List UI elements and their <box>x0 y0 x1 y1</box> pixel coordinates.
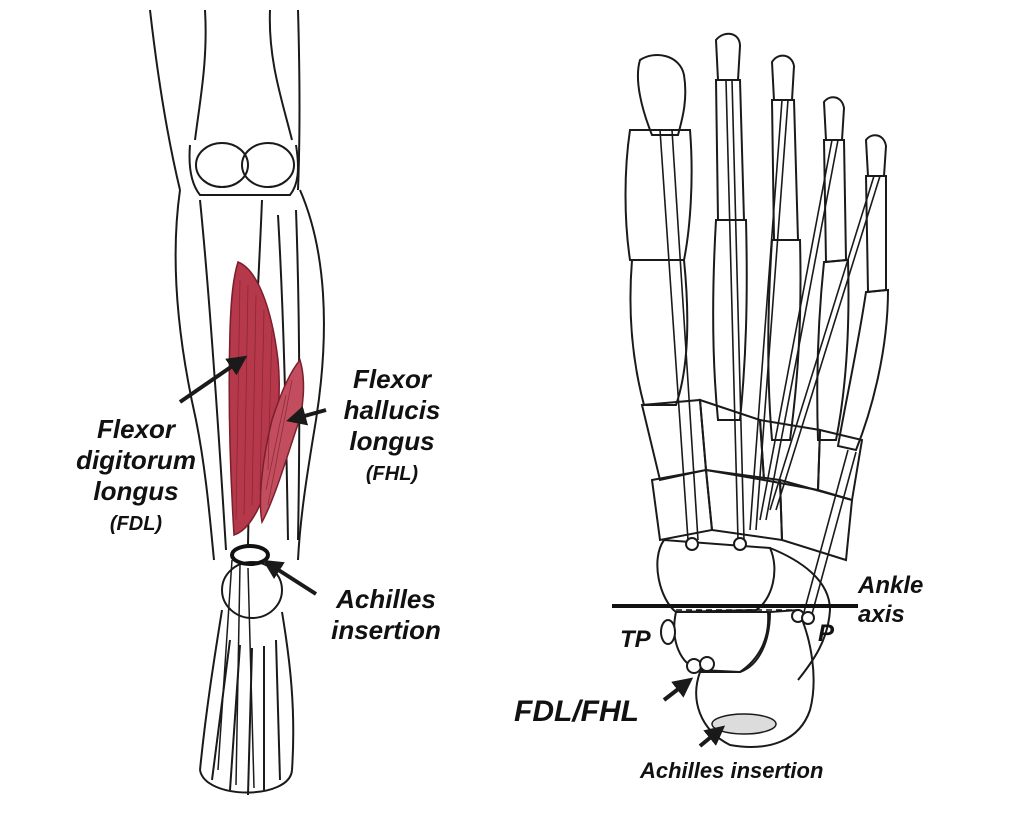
calf-outline-right <box>297 189 325 561</box>
arrow-icon <box>698 725 726 748</box>
label-p: P <box>818 620 835 647</box>
label-fdl-line4: (FDL) <box>109 512 163 535</box>
tendon-markers <box>660 537 815 674</box>
label-tp: TP <box>620 626 651 653</box>
label-fdl: Flexor digitorum longus (FDL) <box>66 414 206 536</box>
muscle-fibers <box>235 279 293 521</box>
arrow-icon <box>178 355 248 404</box>
arrow-icon <box>286 406 327 426</box>
label-fhl-line3: longus <box>349 426 435 457</box>
arrow-icon <box>662 677 694 702</box>
label-fhl-line4: (FHL) <box>365 462 419 485</box>
label-achilles-leg-line2: insertion <box>331 615 441 646</box>
label-ankle-axis-line1: Ankle <box>858 572 924 599</box>
label-fhl: Flexor hallucis longus (FHL) <box>322 364 462 486</box>
label-fhl-line1: Flexor <box>352 364 432 394</box>
label-ankle-axis: Ankle axis <box>858 572 948 630</box>
label-ankle-axis-line2: axis <box>858 600 905 628</box>
label-fdl-line2: digitorum <box>76 445 196 476</box>
arrow-icon <box>262 559 318 596</box>
label-fhl-line2: hallucis <box>343 395 441 426</box>
calf-outline-left <box>174 189 215 561</box>
achilles-insertion-area <box>711 713 777 735</box>
label-achilles-leg: Achilles insertion <box>316 584 456 646</box>
thigh-outline <box>149 9 181 191</box>
ring-icon <box>230 544 270 566</box>
label-achilles-foot: Achilles insertion <box>640 758 824 783</box>
label-fdl-line1: Flexor <box>96 414 176 444</box>
label-fdl-line3: longus <box>93 476 179 507</box>
label-achilles-leg-line1: Achilles <box>336 584 436 614</box>
label-fdl-fhl: FDL/FHL <box>514 695 639 728</box>
foot-illustration <box>624 32 890 748</box>
